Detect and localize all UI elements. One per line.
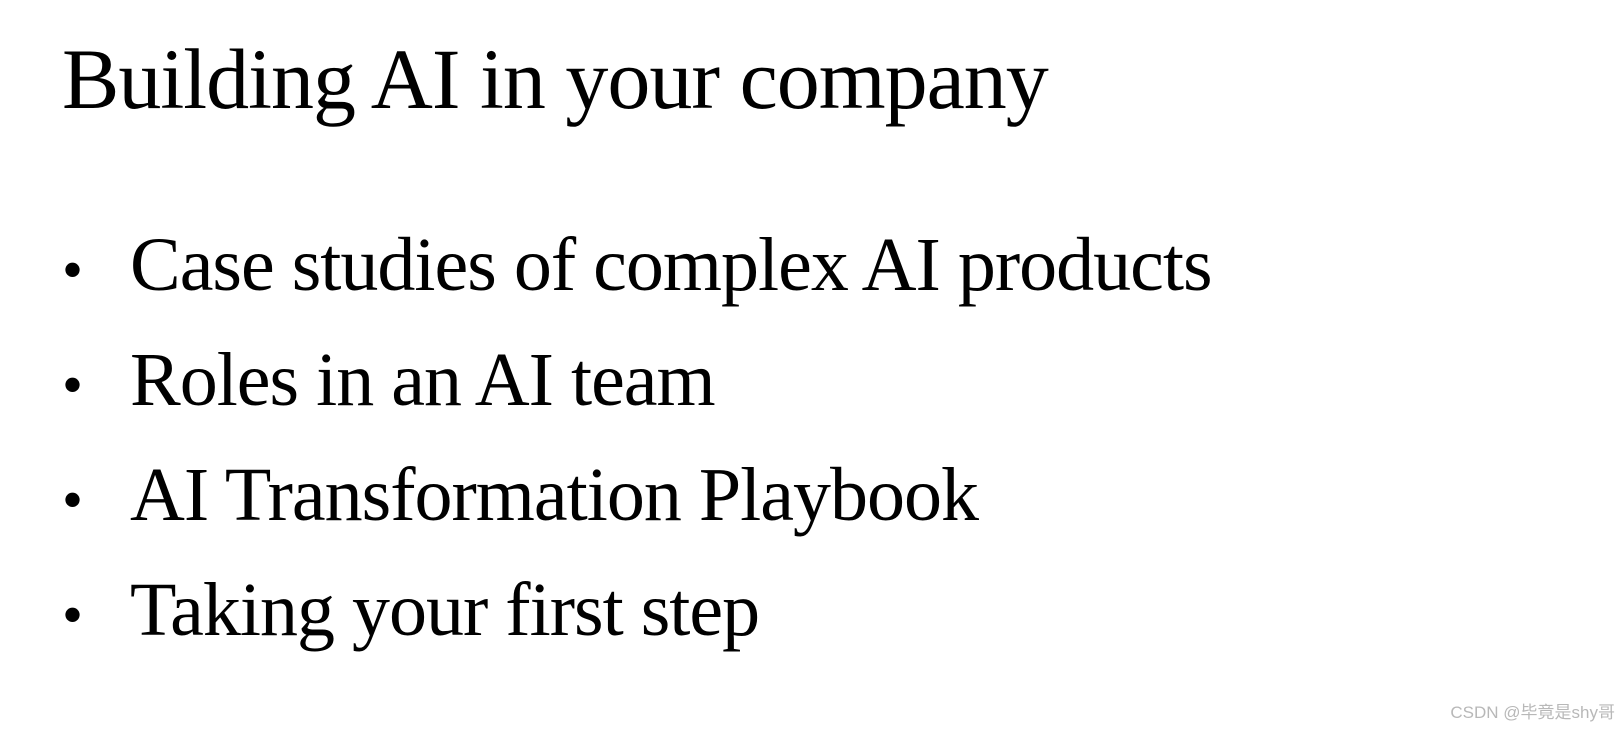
list-item: • Taking your first step bbox=[62, 572, 1212, 648]
bullet-icon: • bbox=[62, 352, 83, 418]
bullet-text: AI Transformation Playbook bbox=[130, 453, 979, 537]
bullet-icon: • bbox=[62, 237, 83, 303]
list-item: • AI Transformation Playbook bbox=[62, 457, 1212, 533]
bullet-icon: • bbox=[62, 467, 83, 533]
list-item: • Roles in an AI team bbox=[62, 342, 1212, 418]
bullet-text: Case studies of complex AI products bbox=[130, 223, 1213, 307]
bullet-list: • Case studies of complex AI products • … bbox=[62, 223, 1213, 687]
list-item: • Case studies of complex AI products bbox=[62, 223, 1213, 307]
bullet-icon: • bbox=[62, 582, 83, 648]
slide-title: Building AI in your company bbox=[62, 31, 1049, 127]
watermark: CSDN @毕竟是shy哥 bbox=[1450, 703, 1615, 722]
bullet-text: Roles in an AI team bbox=[130, 338, 716, 422]
bullet-text: Taking your first step bbox=[130, 568, 760, 652]
